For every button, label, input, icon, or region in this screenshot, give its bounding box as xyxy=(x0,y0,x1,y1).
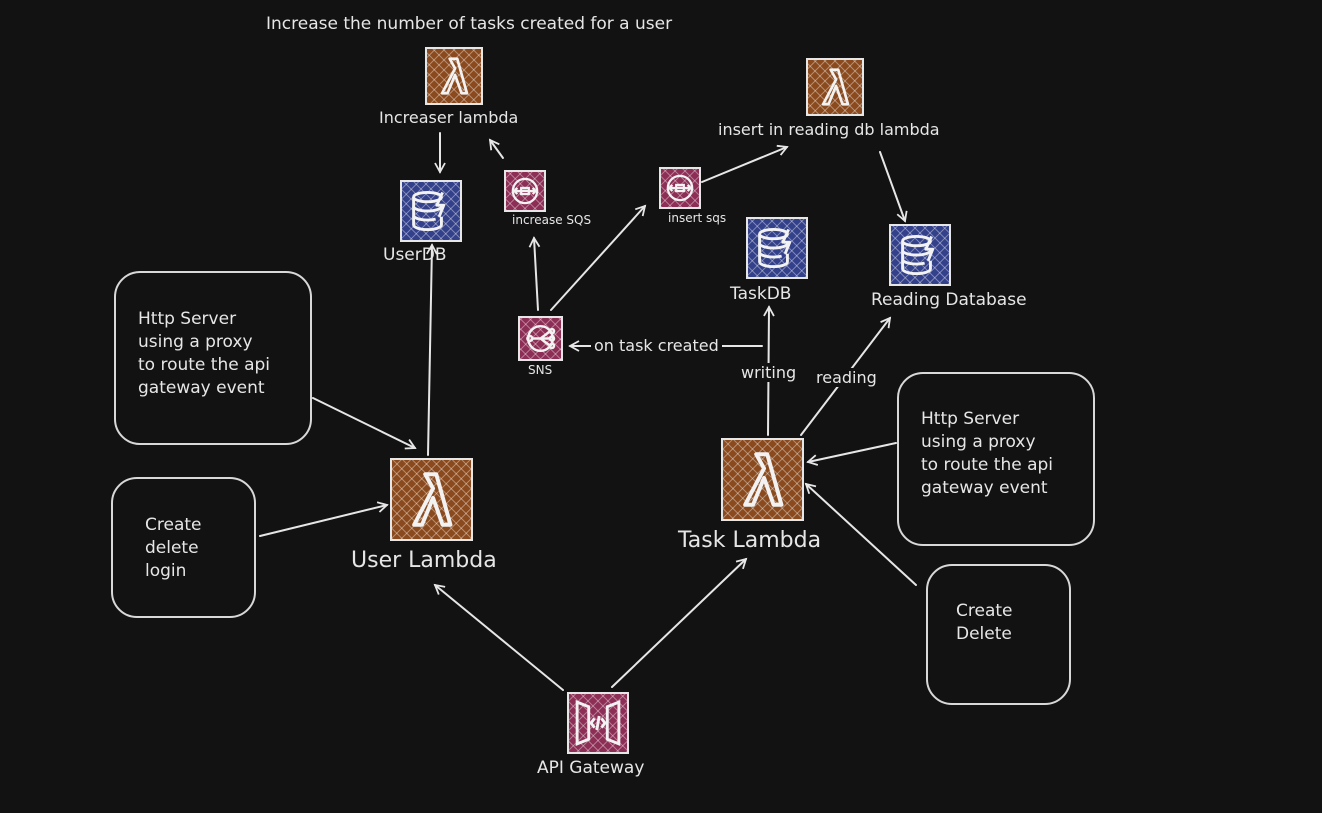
edge-label-on-task-created: on task created xyxy=(591,336,722,355)
diagram-title: Increase the number of tasks created for… xyxy=(266,14,673,34)
note-user-http-server-text: Http Server using a proxy to route the a… xyxy=(138,309,271,398)
task-lambda-label: Task Lambda xyxy=(678,528,822,553)
reading-db-label: Reading Database xyxy=(871,290,1027,310)
lambda-icon xyxy=(806,58,864,116)
arrow-gateway-to-task-lambda xyxy=(611,557,748,688)
lambda-icon xyxy=(721,438,804,521)
arrow-insert-sqs-to-lambda xyxy=(701,144,789,183)
insert-lambda-label: insert in reading db lambda xyxy=(718,120,940,139)
arrow-task-http-note-to-lambda xyxy=(806,442,897,466)
arrow-gateway-to-user-lambda xyxy=(433,583,564,691)
increase-sqs-label: increase SQS xyxy=(512,213,592,227)
userdb-label: UserDB xyxy=(383,245,447,265)
database-icon xyxy=(889,224,951,286)
arrow-task-ops-note-to-lambda xyxy=(804,482,917,586)
database-icon xyxy=(400,180,462,242)
user-lambda-label: User Lambda xyxy=(351,548,497,573)
lambda-icon xyxy=(425,47,483,105)
edge-label-writing: writing xyxy=(739,363,799,382)
arrow-sqs-to-increaser xyxy=(488,138,504,159)
note-task-operations xyxy=(926,564,1071,705)
sns-icon xyxy=(518,316,563,361)
sqs-icon xyxy=(504,170,546,212)
arrow-user-ops-note-to-lambda xyxy=(259,501,389,537)
arrow-user-http-note-to-lambda xyxy=(312,397,417,450)
arrow-sns-to-increase-sqs xyxy=(528,236,541,311)
edge-label-reading: reading xyxy=(814,368,879,387)
arrow-insert-lambda-to-reading-db xyxy=(879,151,908,223)
api-gateway-icon xyxy=(567,692,629,754)
note-user-operations-text: Create delete login xyxy=(145,515,202,581)
arrow-userlambda-to-userdb xyxy=(426,243,438,456)
database-icon xyxy=(746,217,808,279)
increaser-lambda-label: Increaser lambda xyxy=(379,108,519,127)
taskdb-label: TaskDB xyxy=(730,284,792,304)
lambda-icon xyxy=(390,458,473,541)
sns-label: SNS xyxy=(528,363,553,377)
sqs-icon xyxy=(659,167,701,209)
note-task-http-server xyxy=(897,372,1095,546)
note-user-operations xyxy=(111,477,256,618)
insert-sqs-label: insert sqs xyxy=(668,211,727,225)
note-user-http-server xyxy=(114,271,312,445)
api-gateway-label: API Gateway xyxy=(537,758,645,778)
arrow-sns-to-insert-sqs xyxy=(550,204,647,311)
note-task-operations-text: Create Delete xyxy=(956,601,1013,644)
note-task-http-server-text: Http Server using a proxy to route the a… xyxy=(921,409,1054,498)
